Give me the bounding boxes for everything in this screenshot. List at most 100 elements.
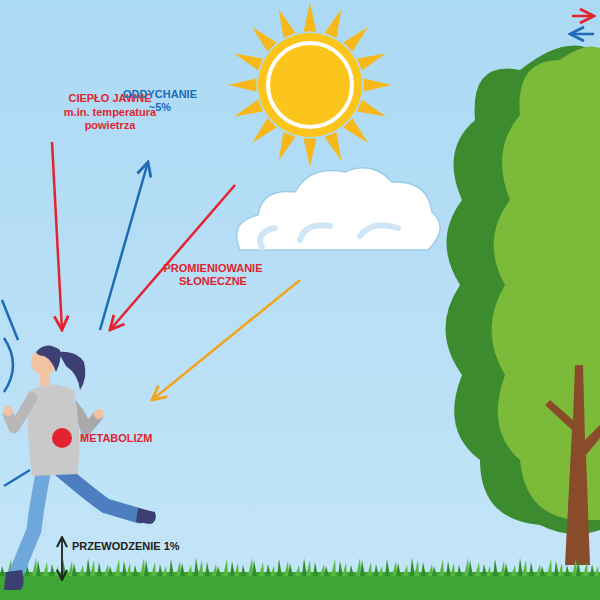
grass-blade — [583, 562, 588, 576]
grass-blade — [554, 561, 559, 576]
grass-blade — [518, 558, 523, 576]
grass-blade — [367, 562, 372, 576]
grass-blade — [594, 566, 599, 576]
grass-blade — [158, 564, 163, 576]
grass-blade — [439, 559, 444, 576]
grass-blade — [151, 562, 156, 576]
solar-label: PROMIENIOWANIE SŁONECZNE — [153, 262, 273, 288]
grass-blade — [475, 562, 480, 576]
runner — [3, 345, 156, 590]
grass-blade — [277, 559, 282, 576]
grass-blade — [234, 563, 239, 576]
grass-blade — [306, 560, 311, 576]
sun-ray — [325, 132, 342, 161]
grass-blade — [270, 566, 275, 576]
grass-blade — [536, 564, 541, 576]
label-text: PRZEWODZENIE 1% — [72, 540, 212, 553]
grass-blade — [162, 566, 167, 576]
grass-blade — [522, 560, 527, 576]
heat-arrow — [570, 33, 594, 36]
grass-blade — [252, 560, 257, 576]
grass-blade — [212, 564, 217, 576]
grass-blade — [0, 566, 5, 576]
grass-blade — [540, 566, 545, 576]
grass-blade — [72, 563, 77, 576]
sun-ray — [343, 27, 368, 52]
conduction-label: PRZEWODZENIE 1% — [72, 540, 212, 553]
grass-blade — [349, 565, 354, 576]
grass-blade — [68, 561, 73, 576]
grass — [0, 572, 600, 600]
sun-ray — [234, 100, 263, 117]
grass-blade — [374, 564, 379, 576]
sun-ray — [279, 9, 296, 38]
grass-blades — [0, 558, 599, 576]
grass-blade — [79, 565, 84, 576]
grass-blade — [324, 566, 329, 576]
sun-ray — [357, 100, 386, 117]
grass-blade — [482, 564, 487, 576]
sun-ray — [234, 54, 263, 71]
grass-blade — [97, 562, 102, 576]
grass-blade — [450, 563, 455, 576]
grass-blade — [392, 561, 397, 576]
grass-blade — [133, 565, 138, 576]
grass-blade — [36, 560, 41, 576]
conduction-arrow — [61, 537, 63, 580]
grass-blade — [446, 561, 451, 576]
grass-blade — [356, 558, 361, 576]
grass-blade — [86, 558, 91, 576]
grass-blade — [230, 561, 235, 576]
grass-blade — [576, 560, 581, 576]
grass-blade — [248, 558, 253, 576]
grass-blade — [428, 564, 433, 576]
label-text: METABOLIZM — [80, 432, 180, 445]
grass-blade — [169, 559, 174, 576]
sun-ray — [357, 54, 386, 71]
sun-ring — [268, 43, 352, 127]
grass-blade — [493, 559, 498, 576]
grass-blade — [187, 565, 192, 576]
grass-blade — [180, 563, 185, 576]
sun-ray — [252, 27, 277, 52]
grass-blade — [302, 558, 307, 576]
solar-arrow — [152, 280, 300, 400]
grass-blade — [457, 565, 462, 576]
label-text: PROMIENIOWANIE SŁONECZNE — [153, 262, 273, 288]
sun-ray — [304, 3, 317, 31]
sun — [228, 3, 392, 167]
grass-blade — [50, 564, 55, 576]
heat-arrow — [572, 15, 594, 18]
grass-blade — [464, 558, 469, 576]
grass-blade — [500, 561, 505, 576]
heat-arrow — [110, 185, 235, 330]
grass-blade — [313, 562, 318, 576]
breath-arrow — [100, 162, 148, 330]
grass-blade — [432, 566, 437, 576]
grass-blade — [140, 558, 145, 576]
grass-blade — [360, 560, 365, 576]
grass-blade — [396, 563, 401, 576]
grass-blade — [403, 565, 408, 576]
grass-blade — [410, 558, 415, 576]
grass-blade — [547, 559, 552, 576]
grass-blade — [504, 563, 509, 576]
grass-blade — [486, 566, 491, 576]
grass-blade — [223, 559, 228, 576]
grass-blade — [295, 565, 300, 576]
grass-blade — [414, 560, 419, 576]
grass-blade — [572, 558, 577, 576]
metabolism-dot — [52, 428, 72, 448]
grass-blade — [122, 561, 127, 576]
grass-blade — [266, 564, 271, 576]
grass-blade — [511, 565, 516, 576]
grass-blade — [205, 562, 210, 576]
grass-blade — [54, 566, 59, 576]
heat-arrow — [2, 300, 18, 340]
grass-blade — [565, 565, 570, 576]
grass-blade — [468, 560, 473, 576]
sun-ray — [325, 9, 342, 38]
sun-ray — [279, 132, 296, 161]
label-text: ODDYCHANIE ~5% — [118, 88, 202, 114]
